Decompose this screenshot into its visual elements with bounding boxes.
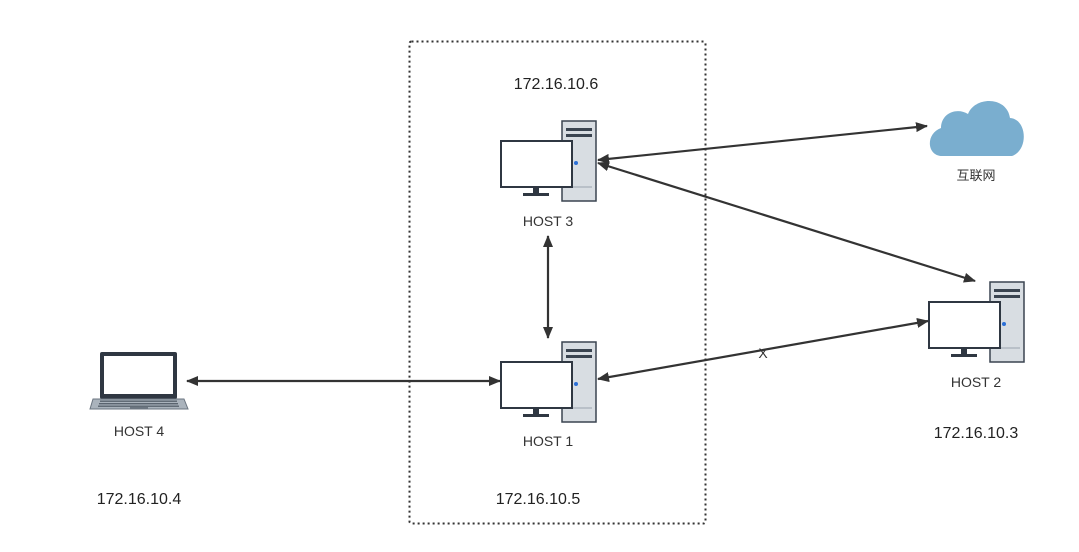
host1-desktop-icon[interactable] [500, 341, 597, 423]
host3-label: HOST 3 [523, 213, 574, 229]
host1-ip: 172.16.10.5 [496, 491, 581, 508]
edge-host1-host2 [597, 317, 929, 383]
host4-ip: 172.16.10.4 [97, 491, 182, 508]
internet-label: 互联网 [956, 169, 995, 184]
host-group-boundary [408, 40, 707, 525]
host2-label: HOST 2 [951, 374, 1002, 390]
connections: X [186, 122, 976, 386]
edge-host3-internet [597, 122, 928, 164]
cloud-icon[interactable] [929, 100, 1024, 156]
host3-ip: 172.16.10.6 [514, 76, 599, 93]
host2-desktop-icon[interactable] [928, 281, 1025, 363]
edge-host3-host2 [597, 161, 976, 283]
host2-ip: 172.16.10.3 [934, 425, 1019, 442]
host4-label: HOST 4 [114, 423, 165, 439]
host4-laptop-icon[interactable] [89, 352, 189, 410]
host3-desktop-icon[interactable] [500, 120, 597, 202]
edge-host1-host2-label: X [758, 345, 768, 361]
host1-label: HOST 1 [523, 433, 574, 449]
